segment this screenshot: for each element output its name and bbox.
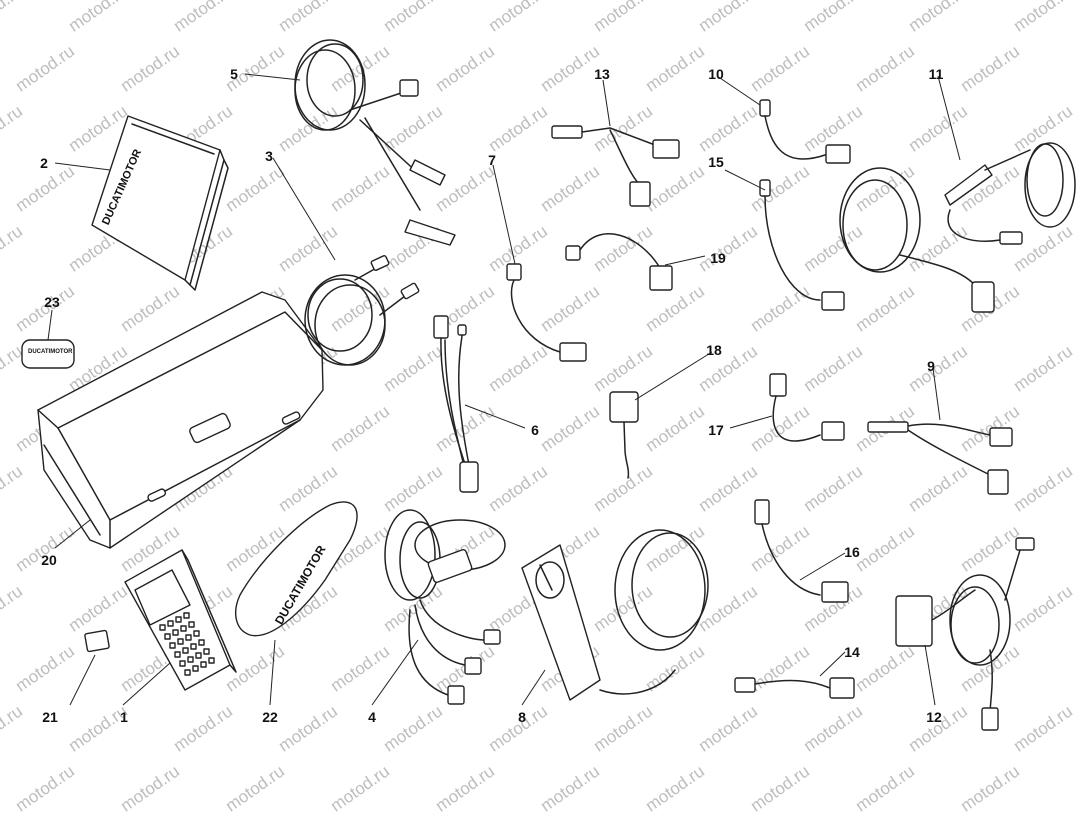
part-cable-17 — [769, 373, 845, 442]
callout-18: 18 — [706, 342, 722, 358]
keypad-key — [185, 634, 192, 641]
part-adapter-18 — [609, 391, 639, 479]
callout-23: 23 — [44, 294, 60, 310]
part-cable-7 — [506, 263, 587, 362]
keypad-key — [169, 642, 176, 649]
callout-7: 7 — [488, 152, 496, 168]
part-cable-9 — [867, 421, 1013, 495]
part-clamp-probe — [521, 529, 709, 701]
callout-8: 8 — [518, 709, 526, 725]
part-cable-12 — [895, 537, 1035, 731]
callout-9: 9 — [927, 358, 935, 374]
part-small-21 — [84, 629, 110, 653]
keypad-key — [195, 652, 202, 659]
keypad-key — [175, 616, 182, 623]
part-tester — [124, 549, 237, 691]
keypad-key — [183, 612, 190, 619]
callout-20: 20 — [41, 552, 57, 568]
part-cable-11 — [839, 142, 1076, 313]
callout-11: 11 — [928, 66, 944, 82]
keypad-key — [172, 629, 179, 636]
keypad-key — [167, 620, 174, 627]
part-manual — [91, 115, 229, 291]
keypad-key — [198, 639, 205, 646]
callout-1: 1 — [120, 709, 128, 725]
callout-6: 6 — [531, 422, 539, 438]
keypad-key — [180, 625, 187, 632]
part-cable-10 — [759, 99, 851, 164]
keypad-key — [190, 643, 197, 650]
keypad-key — [174, 651, 181, 658]
callout-10: 10 — [708, 66, 724, 82]
part-cable-16 — [754, 499, 849, 603]
keypad-key — [184, 669, 191, 676]
keypad-key — [179, 660, 186, 667]
part-cable-3 — [304, 255, 420, 366]
keypad-key — [203, 648, 210, 655]
callout-14: 14 — [844, 644, 860, 660]
tester-keypad — [159, 612, 215, 676]
callout-21: 21 — [42, 709, 58, 725]
part-cable-6 — [433, 315, 479, 493]
part-cable-14 — [734, 677, 855, 699]
part-cable-19 — [565, 233, 673, 291]
part-battery-cable — [294, 39, 456, 246]
keypad-key — [188, 621, 195, 628]
keypad-key — [192, 665, 199, 672]
keypad-key — [182, 647, 189, 654]
callout-4: 4 — [368, 709, 376, 725]
leader-lines — [47, 73, 961, 706]
callout-17: 17 — [708, 422, 724, 438]
keypad-key — [193, 630, 200, 637]
callout-19: 19 — [710, 250, 726, 266]
keypad-key — [159, 624, 166, 631]
part-cable-4 — [384, 509, 506, 705]
callout-15: 15 — [708, 154, 724, 170]
callout-16: 16 — [844, 544, 860, 560]
keypad-key — [164, 633, 171, 640]
keypad-key — [200, 661, 207, 668]
part-pouch — [234, 501, 358, 637]
callout-5: 5 — [230, 66, 238, 82]
part-cable-15 — [759, 179, 845, 311]
keypad-key — [177, 638, 184, 645]
callout-12: 12 — [926, 709, 942, 725]
part-cable-13 — [551, 125, 680, 207]
part-case — [37, 291, 324, 549]
callout-13: 13 — [594, 66, 610, 82]
callout-2: 2 — [40, 155, 48, 171]
brand-logo-badge: DUCATIMOTOR — [28, 349, 73, 355]
callout-3: 3 — [265, 148, 273, 164]
keypad-key — [187, 656, 194, 663]
callout-22: 22 — [262, 709, 278, 725]
keypad-key — [208, 657, 215, 664]
